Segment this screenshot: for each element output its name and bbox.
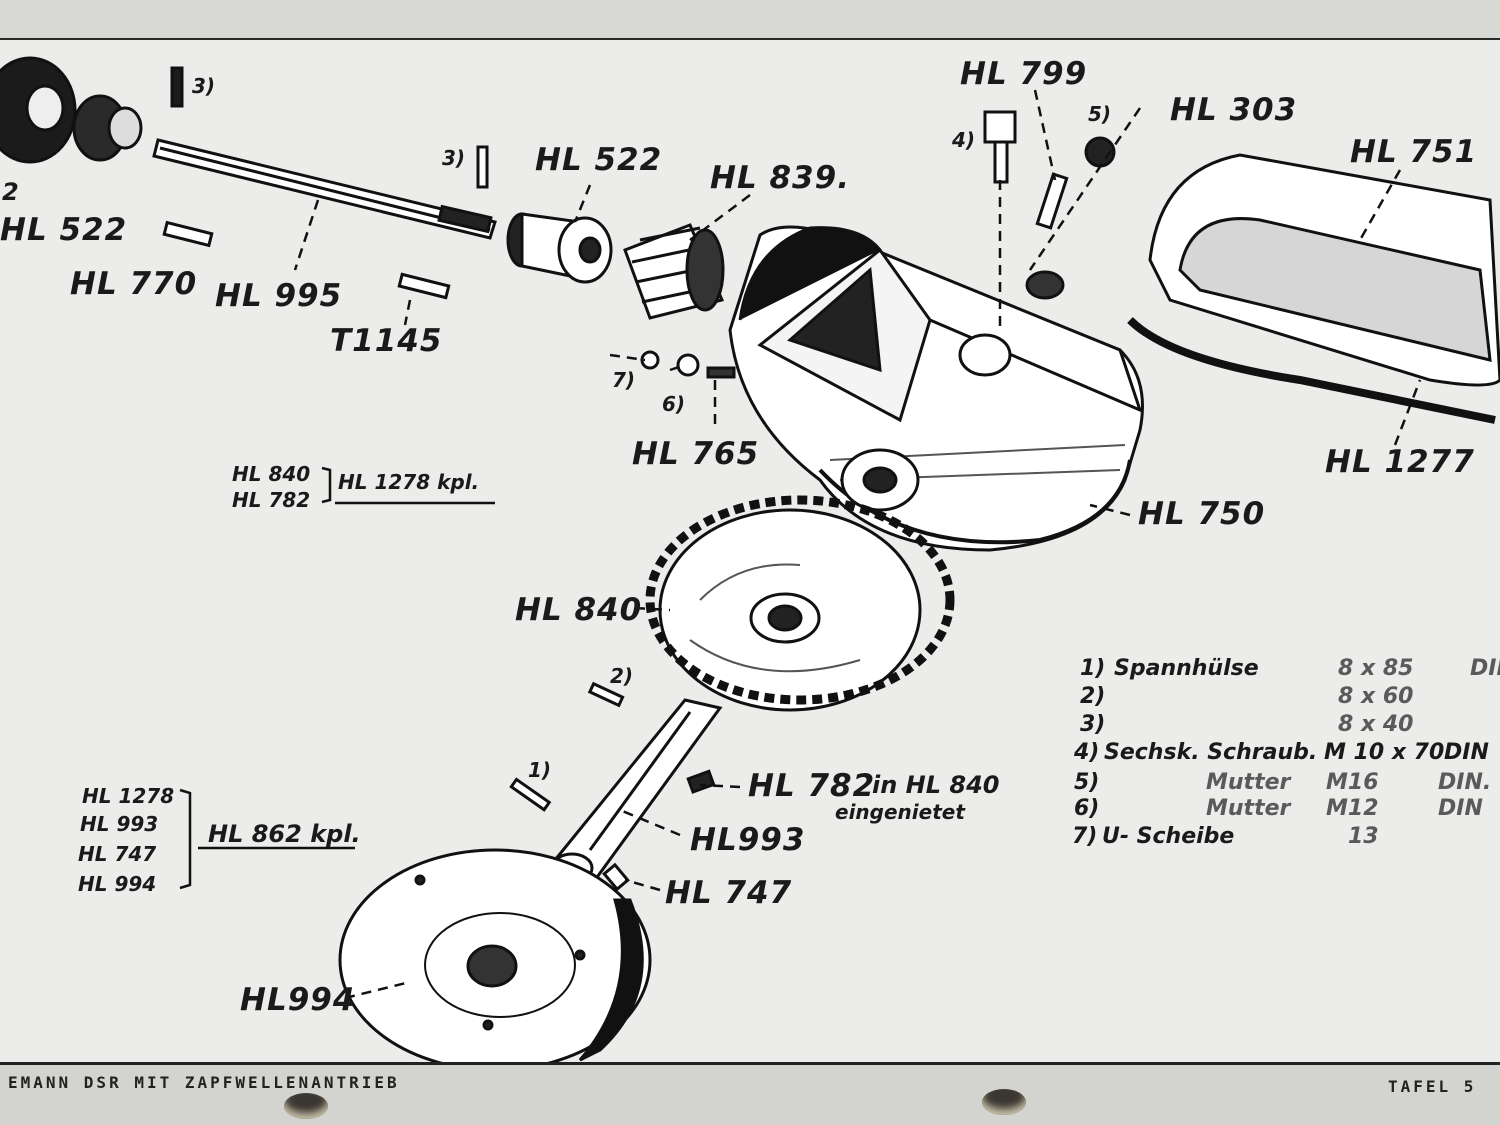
- label-ref-2: 2): [610, 664, 634, 688]
- disc-hl994: [338, 848, 652, 1072]
- label-hl747: HL 747: [665, 875, 793, 911]
- legend-row: 5) Mutter M16 DIN.: [1074, 770, 1500, 798]
- label-ref-3-top: 3): [192, 74, 216, 98]
- binder-hole: [284, 1093, 328, 1119]
- label-hl993: HL993: [690, 822, 806, 858]
- legend-size: 8 x 85: [1338, 656, 1414, 681]
- legend-num: 3): [1080, 712, 1106, 737]
- label-hl770: HL 770: [70, 266, 198, 302]
- kit1-member-1: HL 840: [232, 462, 311, 486]
- legend-name: U- Scheibe: [1102, 824, 1235, 849]
- legend-row: 3) 8 x 40: [1080, 712, 1500, 740]
- kit1-member-2: HL 782: [232, 488, 311, 512]
- pinion-hl839: [623, 223, 725, 320]
- legend-std: DIN: [1470, 656, 1500, 681]
- label-hl799: HL 799: [960, 56, 1088, 92]
- kit2-member-3: HL 747: [78, 842, 157, 866]
- label-hl522: HL 522: [535, 142, 663, 178]
- legend-row: 2) 8 x 60: [1080, 684, 1500, 712]
- legend-std: DIN: [1444, 740, 1489, 765]
- legend-row: 1) Spannhülse 8 x 85 DIN: [1080, 656, 1500, 684]
- rivet-hl782: [686, 769, 716, 794]
- label-hl995: HL 995: [215, 278, 343, 314]
- label-hl751: HL 751: [1350, 134, 1478, 170]
- crown-gear-hl840: [645, 495, 955, 712]
- legend-num: 7): [1072, 824, 1098, 849]
- legend-num: 2): [1080, 684, 1106, 709]
- label-hl994: HL994: [240, 982, 356, 1018]
- leader-lines: [293, 89, 1422, 1000]
- legend-size: M 10 x 70: [1324, 740, 1445, 765]
- kit2-kit-name: HL 862 kpl.: [208, 820, 361, 848]
- kit2-member-2: HL 993: [80, 812, 159, 836]
- kit1-kit-name: HL 1278 kpl.: [338, 470, 480, 494]
- label-ref-1: 1): [528, 758, 552, 782]
- label-in-hl840: in HL 840: [872, 771, 1000, 799]
- kit-brackets: [179, 466, 495, 890]
- nut-part: [676, 353, 700, 377]
- shaft-hl995: [152, 138, 497, 240]
- housing-hl750: [728, 225, 1144, 552]
- legend-row: 6) Mutter M12 DIN: [1074, 796, 1500, 824]
- legend-size: 8 x 60: [1338, 684, 1414, 709]
- label-t1145: T1145: [330, 323, 443, 359]
- legend-name: Mutter: [1206, 770, 1291, 795]
- legend-size: M12: [1326, 796, 1379, 821]
- label-eingenietet: eingenietet: [835, 800, 965, 824]
- sleeve-hl522: [506, 212, 613, 284]
- legend-std: DIN: [1438, 796, 1483, 821]
- label-ref-3-mid: 3): [442, 146, 466, 170]
- footer-plate-number: TAFEL 5: [1388, 1077, 1477, 1096]
- stud-hl765: [706, 366, 736, 379]
- kit2-member-1: HL 1278: [82, 784, 175, 808]
- sheet-footer: EMANN DSR MIT ZAPFWELLENANTRIEB TAFEL 5: [0, 1062, 1500, 1125]
- label-ref-5: 5): [1088, 102, 1112, 126]
- legend-name: Spannhülse: [1114, 656, 1259, 681]
- pin-part: [170, 66, 184, 108]
- legend-row: 4) Sechsk. Schraub. M 10 x 70 DIN: [1074, 740, 1500, 768]
- sheet-top-edge: [0, 0, 1500, 40]
- pin-1: [509, 777, 552, 812]
- label-hl1277: HL 1277: [1325, 444, 1475, 480]
- cover-hl751: [1127, 153, 1500, 424]
- label-hl765: HL 765: [632, 436, 760, 472]
- pin-hl747: [602, 862, 630, 892]
- label-hl840: HL 840: [515, 592, 643, 628]
- pin-t1145: [397, 272, 451, 300]
- washer-part: [640, 350, 660, 370]
- legend-num: 4): [1074, 740, 1100, 765]
- label-hl303: HL 303: [1170, 92, 1298, 128]
- legend-row: 7) U- Scheibe 13: [1072, 824, 1500, 852]
- label-ref-2-left: 2: [2, 178, 19, 206]
- label-hl750: HL 750: [1138, 496, 1266, 532]
- legend-num: 5): [1074, 770, 1100, 795]
- legend-size: M16: [1326, 770, 1379, 795]
- bolt-part: [983, 110, 1116, 300]
- legend-num: 1): [1080, 656, 1106, 681]
- label-ref-6: 6): [662, 392, 686, 416]
- pin-hl770: [162, 220, 214, 248]
- legend-std: DIN.: [1438, 770, 1492, 795]
- binder-hole: [982, 1089, 1026, 1115]
- knob-part: [0, 56, 143, 164]
- pin-2: [587, 681, 625, 708]
- kit2-member-4: HL 994: [78, 872, 157, 896]
- label-hl522-left: HL 522: [0, 212, 128, 248]
- pin-part-3: [476, 145, 489, 189]
- legend-size: 8 x 40: [1338, 712, 1414, 737]
- label-ref-7: 7): [612, 368, 636, 392]
- label-ref-4: 4): [952, 128, 976, 152]
- label-hl782: HL 782: [748, 768, 876, 804]
- footer-title: EMANN DSR MIT ZAPFWELLENANTRIEB: [8, 1073, 400, 1092]
- legend-size: 13: [1348, 824, 1379, 849]
- legend-name: Mutter: [1206, 796, 1291, 821]
- legend-name: Sechsk. Schraub.: [1104, 740, 1318, 765]
- label-hl839: HL 839.: [710, 160, 850, 196]
- legend-num: 6): [1074, 796, 1100, 821]
